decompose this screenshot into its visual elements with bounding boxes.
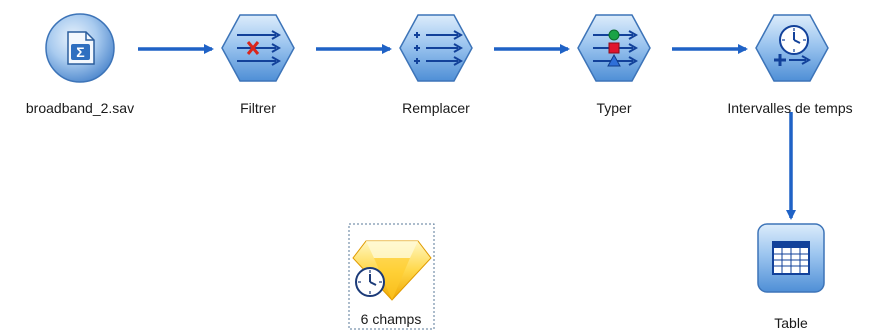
stream-links	[138, 44, 796, 220]
time-series-model-icon	[352, 240, 432, 301]
time-intervals-node[interactable]: Intervalles de temps	[727, 14, 853, 116]
reclassify-node-label: Remplacer	[402, 100, 470, 116]
selection-outline	[348, 223, 435, 330]
svg-text:Σ: Σ	[76, 44, 84, 60]
filter-node-label: Filtrer	[240, 100, 276, 116]
source-node-label: broadband_2.sav	[26, 100, 134, 116]
type-icon	[593, 29, 639, 67]
filter-node[interactable]: Filtrer	[221, 14, 295, 116]
table-node[interactable]: Table	[757, 223, 825, 331]
model-nugget-node[interactable]: 6 champs	[348, 223, 435, 330]
time-intervals-node-label: Intervalles de temps	[727, 100, 852, 116]
source-node[interactable]: Σ broadband_2.sav	[26, 13, 134, 116]
statistics-file-icon: Σ	[67, 31, 95, 65]
type-node-label: Typer	[596, 100, 631, 116]
filter-icon	[237, 30, 282, 66]
model-nugget-label: 6 champs	[361, 311, 422, 327]
replace-icon	[414, 30, 464, 66]
table-icon	[772, 241, 810, 275]
reclassify-node[interactable]: Remplacer	[399, 14, 473, 116]
time-intervals-icon	[774, 25, 812, 66]
type-node[interactable]: Typer	[577, 14, 651, 116]
table-node-label: Table	[774, 315, 808, 331]
